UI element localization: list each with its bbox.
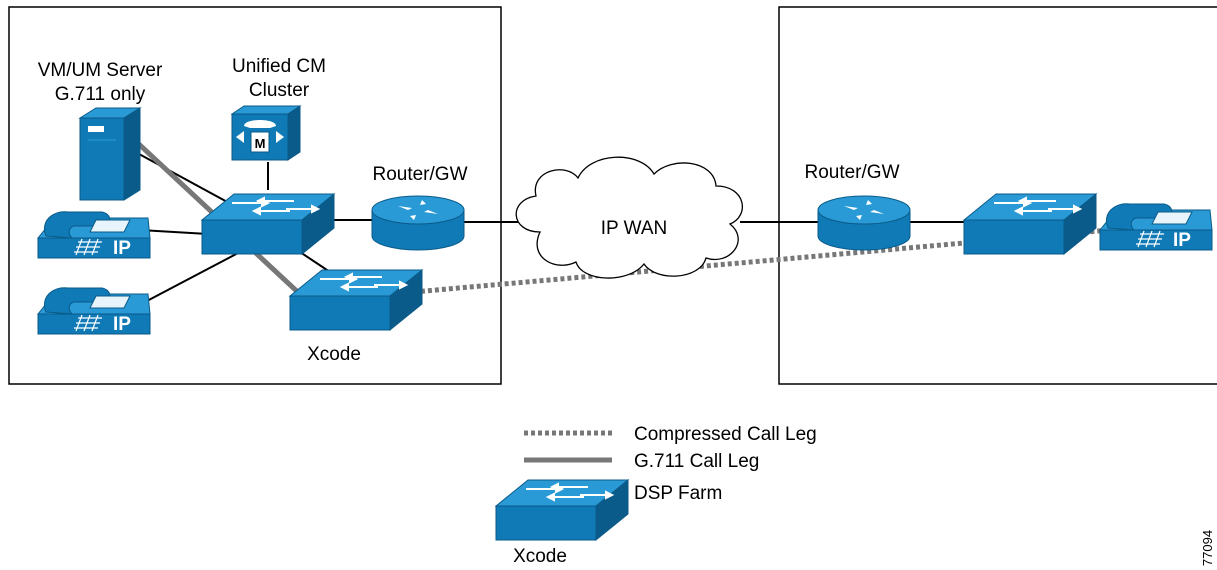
- right-router-label: Router/GW: [804, 162, 899, 183]
- right-router-icon: [817, 195, 911, 251]
- site-right-border: [778, 6, 1217, 385]
- unified-cm-icon: M: [230, 105, 302, 161]
- ip-phone-icon: IP: [37, 287, 151, 335]
- legend-compressed-label: Compressed Call Leg: [634, 424, 817, 445]
- left-router-label: Router/GW: [372, 164, 467, 185]
- legend: Compressed Call Leg G.711 Call Leg DSP F…: [495, 424, 817, 567]
- xcode-label: Xcode: [307, 344, 361, 365]
- cm-label-line1: Unified CM: [232, 56, 326, 77]
- ip-phone-icon: IP: [37, 211, 151, 259]
- legend-g711-label: G.711 Call Leg: [634, 451, 759, 472]
- legend-dsp-icon: [495, 479, 629, 541]
- legend-xcode-label: Xcode: [513, 546, 567, 567]
- phone-tag: IP: [113, 238, 131, 259]
- xcode-dsp-icon: [289, 269, 423, 331]
- cm-label-line2: Cluster: [249, 80, 310, 101]
- site-left-border: [8, 6, 502, 385]
- phone-tag: IP: [1173, 230, 1191, 251]
- ip-wan-cloud-icon: [515, 156, 743, 279]
- wan-label: IP WAN: [601, 218, 668, 239]
- right-switch-icon: [963, 193, 1097, 255]
- connection-lines: [127, 147, 972, 303]
- figure-id: 77094: [1200, 530, 1215, 566]
- server-label-line1: VM/UM Server: [38, 60, 163, 81]
- legend-dsp-label: DSP Farm: [634, 483, 722, 504]
- left-switch-icon: [201, 193, 335, 255]
- cm-icon-letter: M: [255, 136, 266, 151]
- left-router-icon: [371, 195, 465, 251]
- ip-phone-icon: IP: [1099, 203, 1213, 251]
- vm-um-server-icon: [78, 107, 142, 201]
- server-label-line2: G.711 only: [55, 84, 146, 105]
- phone-tag: IP: [113, 314, 131, 335]
